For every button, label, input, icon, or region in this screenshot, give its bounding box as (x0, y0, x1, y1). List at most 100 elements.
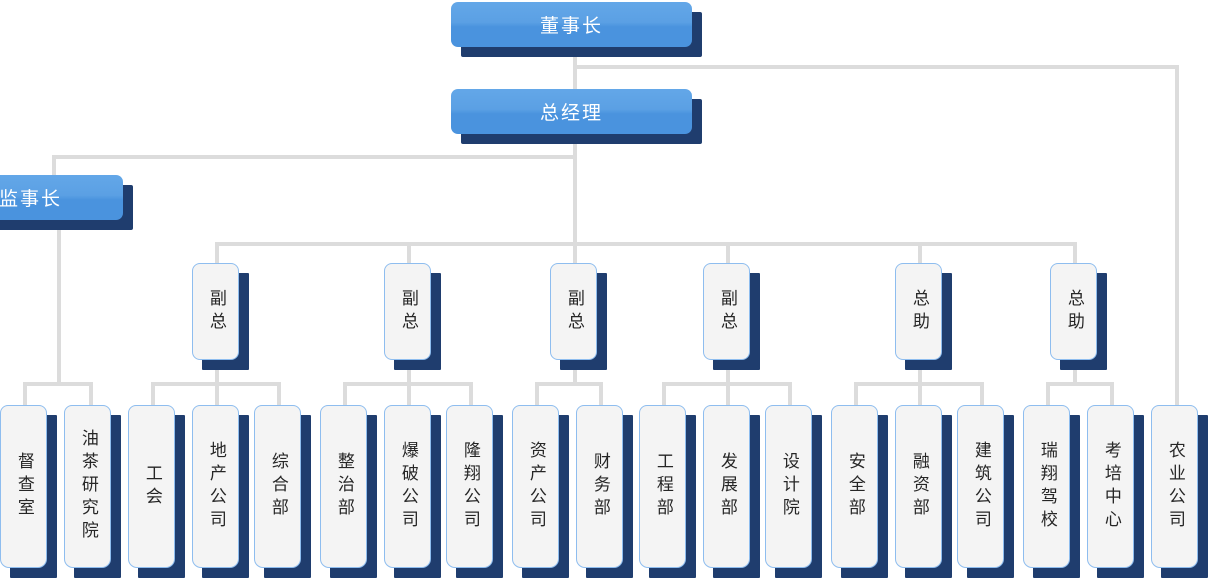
node-real-estate-company-label: 地产公司 (206, 440, 226, 533)
node-ga2-face[interactable]: 总助 (1050, 263, 1097, 360)
node-ga2[interactable]: 总助 (1050, 263, 1107, 370)
node-chairman[interactable]: 董事长 (451, 2, 702, 57)
connector-chairman-right (573, 65, 1179, 69)
node-rectification-dept[interactable]: 整治部 (320, 405, 377, 578)
node-safety-dept-face[interactable]: 安全部 (831, 405, 878, 568)
node-training-center[interactable]: 考培中心 (1087, 405, 1144, 578)
connector-right-spine (1175, 65, 1179, 405)
connector-vp2-drop (407, 242, 411, 264)
node-real-estate-company-face[interactable]: 地产公司 (192, 405, 239, 568)
node-construction-company[interactable]: 建筑公司 (957, 405, 1014, 578)
connector-leaf14-drop (854, 382, 858, 406)
node-labor-union-face[interactable]: 工会 (128, 405, 175, 568)
node-construction-company-label: 建筑公司 (971, 440, 991, 533)
connector-vp2-stem (407, 358, 411, 384)
connector-leaf11-drop (662, 382, 666, 406)
node-engineering-dept-face[interactable]: 工程部 (639, 405, 686, 568)
connector-leaf02-drop (89, 382, 93, 406)
connector-leaf08-drop (469, 382, 473, 406)
node-general-manager[interactable]: 总经理 (451, 89, 702, 144)
node-ruixiang-driving-school-label: 瑞翔驾校 (1037, 440, 1057, 533)
node-real-estate-company[interactable]: 地产公司 (192, 405, 249, 578)
node-vp2[interactable]: 副总 (384, 263, 441, 370)
node-longxiang-company-face[interactable]: 隆翔公司 (446, 405, 493, 568)
node-vp1[interactable]: 副总 (192, 263, 249, 370)
connector-vp3-stem (573, 358, 577, 384)
node-finance-dept-label: 财务部 (590, 452, 610, 521)
connector-gm-stem (573, 140, 577, 244)
node-vp2-face[interactable]: 副总 (384, 263, 431, 360)
connector-vp3-drop (573, 242, 577, 264)
connector-vp1-stem (215, 358, 219, 384)
node-supervisor-label: 监事长 (0, 189, 62, 210)
node-supervisor[interactable]: 监事长 (0, 175, 133, 230)
node-agriculture-company[interactable]: 农业公司 (1151, 405, 1208, 578)
connector-vp3-children-bar (535, 382, 603, 386)
node-financing-dept-face[interactable]: 融资部 (895, 405, 942, 568)
connector-leaf09-drop (535, 382, 539, 406)
node-finance-dept-face[interactable]: 财务部 (576, 405, 623, 568)
connector-leaf18-drop (1110, 382, 1114, 406)
connector-middle-bar (215, 242, 1077, 246)
node-construction-company-face[interactable]: 建筑公司 (957, 405, 1004, 568)
node-camellia-institute[interactable]: 油茶研究院 (64, 405, 121, 578)
node-development-dept-face[interactable]: 发展部 (703, 405, 750, 568)
connector-ga1-drop (918, 242, 922, 264)
connector-gm-to-supervisor (52, 155, 577, 159)
node-inspection-office[interactable]: 督查室 (0, 405, 57, 578)
node-agriculture-company-face[interactable]: 农业公司 (1151, 405, 1198, 568)
connector-supervisor-stem (57, 228, 61, 384)
connector-ga2-stem (1073, 358, 1077, 384)
connector-leaf17-drop (1046, 382, 1050, 406)
node-camellia-institute-label: 油茶研究院 (78, 429, 98, 544)
node-asset-company-face[interactable]: 资产公司 (512, 405, 559, 568)
node-asset-company-label: 资产公司 (526, 440, 546, 533)
node-safety-dept[interactable]: 安全部 (831, 405, 888, 578)
node-vp2-label: 副总 (398, 288, 418, 335)
node-engineering-dept[interactable]: 工程部 (639, 405, 696, 578)
node-blasting-company-face[interactable]: 爆破公司 (384, 405, 431, 568)
node-asset-company[interactable]: 资产公司 (512, 405, 569, 578)
node-vp4[interactable]: 副总 (703, 263, 760, 370)
node-rectification-dept-face[interactable]: 整治部 (320, 405, 367, 568)
node-vp3[interactable]: 副总 (550, 263, 607, 370)
connector-leaf04-drop (215, 382, 219, 406)
node-general-manager-face[interactable]: 总经理 (451, 89, 692, 134)
node-longxiang-company[interactable]: 隆翔公司 (446, 405, 503, 578)
node-design-institute-label: 设计院 (779, 452, 799, 521)
node-finance-dept[interactable]: 财务部 (576, 405, 633, 578)
node-ruixiang-driving-school[interactable]: 瑞翔驾校 (1023, 405, 1080, 578)
node-vp1-face[interactable]: 副总 (192, 263, 239, 360)
node-chairman-label: 董事长 (539, 16, 603, 37)
connector-ga2-drop (1073, 242, 1077, 264)
node-financing-dept[interactable]: 融资部 (895, 405, 952, 578)
node-blasting-company[interactable]: 爆破公司 (384, 405, 441, 578)
node-chairman-face[interactable]: 董事长 (451, 2, 692, 47)
node-rectification-dept-label: 整治部 (334, 452, 354, 521)
node-ga1[interactable]: 总助 (895, 263, 952, 370)
node-blasting-company-label: 爆破公司 (398, 440, 418, 533)
node-design-institute[interactable]: 设计院 (765, 405, 822, 578)
connector-leaf13-drop (788, 382, 792, 406)
node-engineering-dept-label: 工程部 (653, 452, 673, 521)
node-design-institute-face[interactable]: 设计院 (765, 405, 812, 568)
node-inspection-office-face[interactable]: 督查室 (0, 405, 47, 568)
node-vp3-face[interactable]: 副总 (550, 263, 597, 360)
connector-leaf10-drop (599, 382, 603, 406)
node-general-affairs-dept-face[interactable]: 综合部 (254, 405, 301, 568)
node-vp4-face[interactable]: 副总 (703, 263, 750, 360)
node-safety-dept-label: 安全部 (845, 452, 865, 521)
node-ruixiang-driving-school-face[interactable]: 瑞翔驾校 (1023, 405, 1070, 568)
node-camellia-institute-face[interactable]: 油茶研究院 (64, 405, 111, 568)
node-labor-union[interactable]: 工会 (128, 405, 185, 578)
node-general-affairs-dept[interactable]: 综合部 (254, 405, 311, 578)
node-training-center-face[interactable]: 考培中心 (1087, 405, 1134, 568)
connector-supervisor-drop (52, 155, 56, 183)
connector-ga1-stem (918, 358, 922, 384)
node-inspection-office-label: 督查室 (14, 452, 34, 521)
node-development-dept[interactable]: 发展部 (703, 405, 760, 578)
node-supervisor-face[interactable]: 监事长 (0, 175, 123, 220)
connector-vp4-drop (726, 242, 730, 264)
node-ga1-face[interactable]: 总助 (895, 263, 942, 360)
node-development-dept-label: 发展部 (717, 452, 737, 521)
